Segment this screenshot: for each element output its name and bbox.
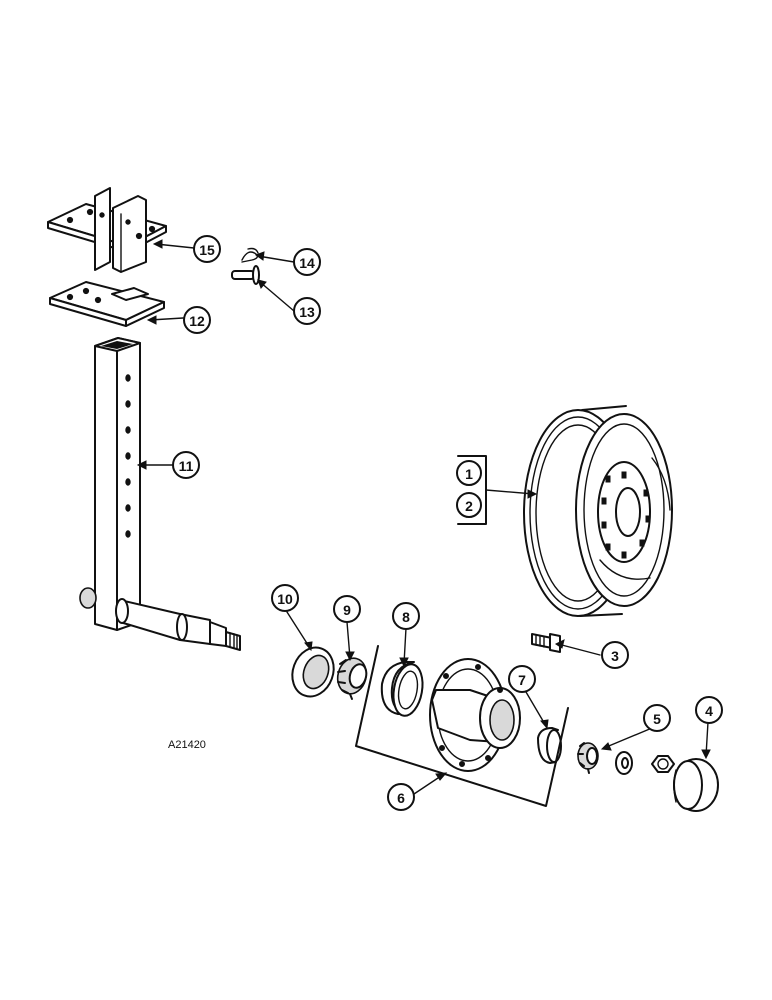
- callout-9-label: 9: [343, 602, 351, 618]
- callout-12-label: 12: [189, 313, 205, 329]
- callout-11-label: 11: [179, 458, 194, 474]
- part-3-wheel-bolt: [531, 633, 561, 653]
- part-5-outer-bearing-cone: [577, 742, 599, 774]
- callout-8: 8: [392, 602, 420, 630]
- callout-4-label: 4: [705, 703, 713, 719]
- callout-15-label: 15: [199, 242, 215, 258]
- callout-8-label: 8: [402, 609, 410, 625]
- wheel-hub: [429, 658, 521, 772]
- callout-2-label: 2: [465, 498, 473, 514]
- part-13-clevis-pin: [231, 265, 260, 285]
- leader-lines: [136, 239, 711, 795]
- callout-12: 12: [183, 306, 211, 334]
- callout-13: 13: [293, 297, 321, 325]
- callout-1: 1: [456, 460, 482, 486]
- part-9-inner-bearing-cone: [336, 657, 368, 700]
- callout-5: 5: [643, 704, 671, 732]
- part-14-spring-clip: [241, 247, 259, 263]
- callout-9: 9: [333, 595, 361, 623]
- washer: [615, 751, 633, 775]
- nut: [651, 755, 675, 773]
- callout-6-label: 6: [397, 790, 405, 806]
- callout-2: 2: [456, 492, 482, 518]
- reference-code: A21420: [168, 739, 206, 751]
- callout-14-label: 14: [299, 255, 315, 271]
- callout-11: 11: [172, 451, 200, 479]
- callout-13-label: 13: [299, 304, 315, 320]
- group-6-bracket: [355, 645, 569, 807]
- part-15-mounting-bracket: [47, 187, 167, 273]
- callout-7-label: 7: [518, 672, 526, 688]
- callout-4: 4: [695, 696, 723, 724]
- callout-1-label: 1: [465, 466, 473, 482]
- part-1-2-wheel-rim: [523, 405, 673, 617]
- callout-10-label: 10: [277, 591, 293, 607]
- part-8-inner-bearing-cup: [380, 661, 424, 717]
- callout-5-label: 5: [653, 711, 661, 727]
- callout-3-label: 3: [611, 648, 619, 664]
- part-10-seal: [291, 646, 335, 698]
- part-11-spindle-tube: [79, 337, 241, 651]
- part-12-plate: [49, 281, 165, 327]
- callout-15: 15: [193, 235, 221, 263]
- callout-6: 6: [387, 783, 415, 811]
- callout-14: 14: [293, 248, 321, 276]
- part-4-hub-cap: [673, 758, 719, 812]
- callout-3: 3: [601, 641, 629, 669]
- callout-7: 7: [508, 665, 536, 693]
- callout-10: 10: [271, 584, 299, 612]
